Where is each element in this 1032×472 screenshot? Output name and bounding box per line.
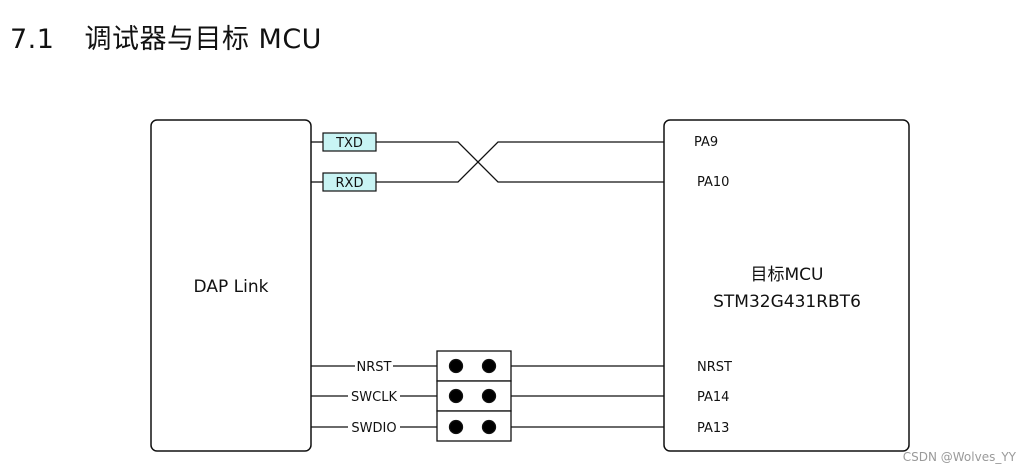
pin-pa14-label: PA14 (697, 390, 729, 405)
jumper-pin (481, 358, 497, 374)
signal-swclk-label: SWCLK (351, 390, 397, 405)
signal-nrst-label: NRST (357, 360, 392, 375)
jumper-pin (481, 388, 497, 404)
rxd-tag-label: RXD (336, 176, 364, 191)
jumper-pin (448, 358, 464, 374)
section-heading: 7.1 调试器与目标 MCU (10, 20, 322, 60)
target-mcu-box (663, 119, 910, 452)
signal-swdio-label: SWDIO (351, 421, 396, 436)
txd-tag (322, 132, 377, 152)
target-mcu-label: 目标MCU (751, 265, 824, 285)
jumper-pin (448, 388, 464, 404)
section-number: 7.1 (10, 24, 55, 55)
jumper-row-swdio (436, 410, 512, 442)
pin-pa9-label: PA9 (694, 135, 718, 150)
dap-link-box (150, 119, 312, 452)
target-mcu-part-number: STM32G431RBT6 (713, 292, 861, 312)
pin-nrst-label: NRST (697, 360, 732, 375)
pin-pa13-label: PA13 (697, 421, 729, 436)
jumper-header (436, 350, 512, 442)
jumper-pin (448, 419, 464, 435)
jumper-pin (481, 419, 497, 435)
txd-wire (376, 141, 664, 183)
rxd-wire (376, 141, 664, 183)
pin-pa10-label: PA10 (697, 175, 729, 190)
swd-wires (311, 365, 664, 428)
rxd-tag (322, 172, 377, 192)
uart-wires (311, 141, 664, 183)
watermark: CSDN @Wolves_YY (902, 450, 1016, 464)
section-title: 调试器与目标 MCU (84, 24, 322, 55)
dap-link-label: DAP Link (194, 277, 269, 297)
jumper-row-nrst (436, 350, 512, 382)
jumper-row-swclk (436, 380, 512, 412)
txd-tag-label: TXD (335, 136, 363, 151)
